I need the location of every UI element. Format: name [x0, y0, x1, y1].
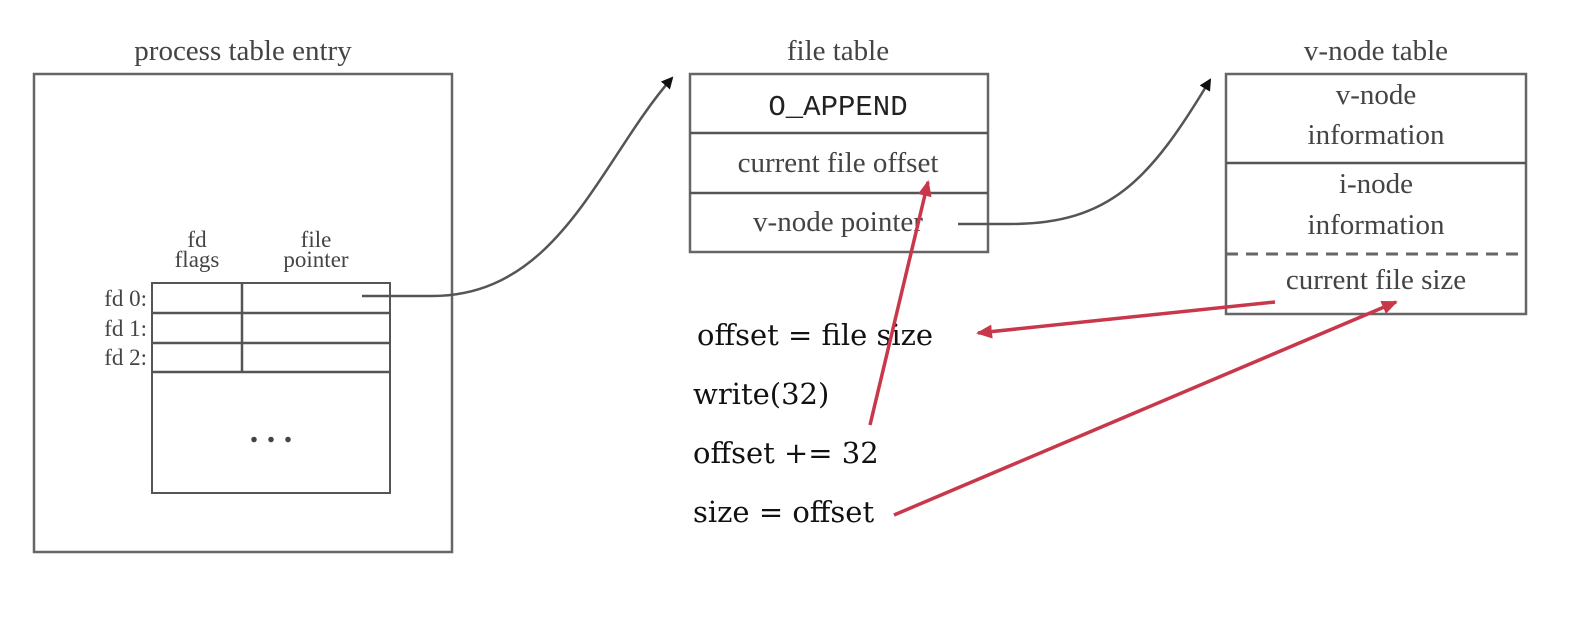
fd-2-label: fd 2: [104, 345, 147, 370]
file-table: file table O_APPEND current file offset … [688, 35, 990, 254]
v-node-pointer-to-v-node-table-arrow [958, 78, 1212, 226]
size-update-to-current-file-size-arrow [893, 300, 1398, 517]
fd-1-label: fd 1: [104, 316, 147, 341]
offset-update-to-current-offset-arrow [868, 180, 932, 426]
annotation-arrows [868, 180, 1398, 517]
fd-table [151, 282, 391, 494]
process-table-entry: process table entry fd flags file pointe… [32, 35, 454, 554]
fd-flags-header-line2: flags [175, 247, 220, 272]
current-file-size-cell: current file size [1286, 264, 1466, 296]
file-pointer-header-line1: file [301, 227, 332, 252]
v-node-information-line1: v-node [1336, 79, 1417, 111]
v-node-table-box [1224, 72, 1528, 316]
i-node-information-line2: information [1308, 209, 1445, 241]
fd0-to-file-table-arrow [362, 76, 674, 298]
o-append-flag: O_APPEND [768, 91, 907, 124]
file-table-box [688, 72, 990, 254]
process-table-title: process table entry [134, 35, 352, 67]
file-table-title: file table [787, 35, 889, 67]
fd-0-label: fd 0: [104, 286, 147, 311]
annotation-offset-plus-32: offset += 32 [693, 436, 879, 470]
fd-flags-header-line1: fd [187, 227, 207, 252]
fd-table-ellipsis: . . . [250, 413, 293, 450]
i-node-information-line1: i-node [1339, 168, 1413, 200]
v-node-pointer-cell: v-node pointer [753, 206, 923, 238]
annotation-size-equals-offset: size = offset [693, 495, 874, 529]
file-pointer-header-line2: pointer [283, 247, 348, 272]
v-node-information-line2: information [1308, 119, 1445, 151]
v-node-table-title: v-node table [1304, 35, 1448, 67]
current-file-offset-cell: current file offset [738, 147, 939, 179]
v-node-table: v-node table v-node information i-node i… [1224, 35, 1528, 316]
annotation-offset-equals-file-size: offset = file size [697, 318, 933, 352]
annotation-write-32: write(32) [693, 377, 829, 411]
file-size-to-offset-arrow [976, 300, 1276, 339]
annotation-list: offset = file size write(32) offset += 3… [693, 318, 933, 529]
